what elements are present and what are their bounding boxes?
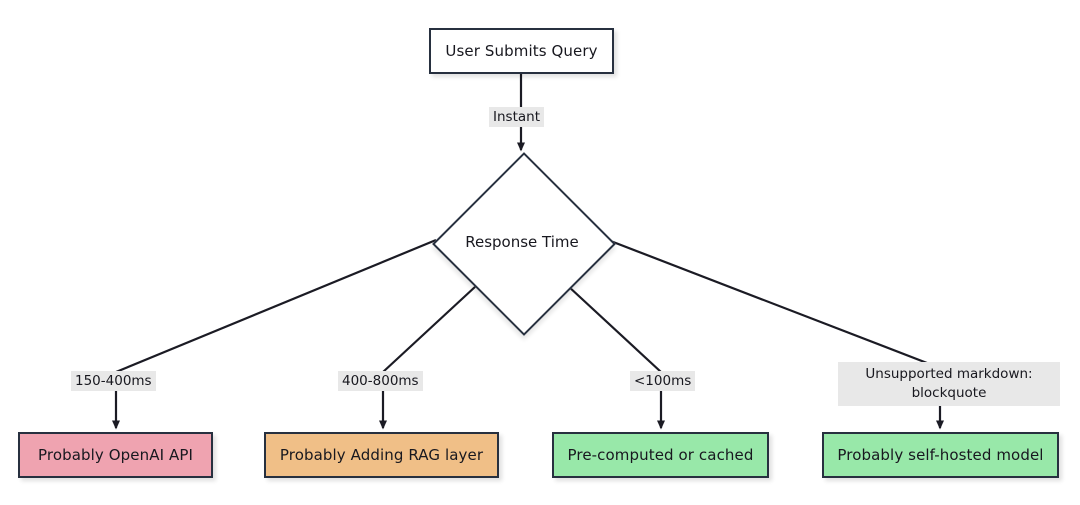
node-label: Probably OpenAI API — [38, 446, 193, 464]
node-outcome-precomputed-cached[interactable]: Pre-computed or cached — [552, 432, 769, 478]
edge-label-150-400ms: 150-400ms — [71, 371, 156, 391]
node-user-submits-query[interactable]: User Submits Query — [429, 28, 614, 74]
node-label: Pre-computed or cached — [567, 446, 754, 464]
edge-label-instant: Instant — [489, 107, 544, 127]
node-label: Probably self-hosted model — [837, 446, 1044, 464]
edge-label-400-800ms: 400-800ms — [338, 371, 423, 391]
node-outcome-self-hosted-model[interactable]: Probably self-hosted model — [822, 432, 1059, 478]
edge-decision-to-outcome-0 — [115, 238, 437, 374]
node-label: User Submits Query — [445, 42, 598, 60]
edge-decision-to-outcome-3 — [607, 238, 941, 370]
node-response-time[interactable]: Response Time — [432, 152, 616, 336]
edge-decision-to-outcome-1 — [382, 285, 477, 373]
node-outcome-rag-layer[interactable]: Probably Adding RAG layer — [264, 432, 499, 478]
node-outcome-openai-api[interactable]: Probably OpenAI API — [18, 432, 213, 478]
node-label: Response Time — [465, 233, 579, 251]
edge-label-unsupported-markdown: Unsupported markdown: blockquote — [838, 362, 1060, 406]
edge-label-under-100ms: <100ms — [630, 371, 696, 391]
node-label: Probably Adding RAG layer — [279, 446, 484, 464]
edge-decision-to-outcome-2 — [567, 285, 662, 373]
